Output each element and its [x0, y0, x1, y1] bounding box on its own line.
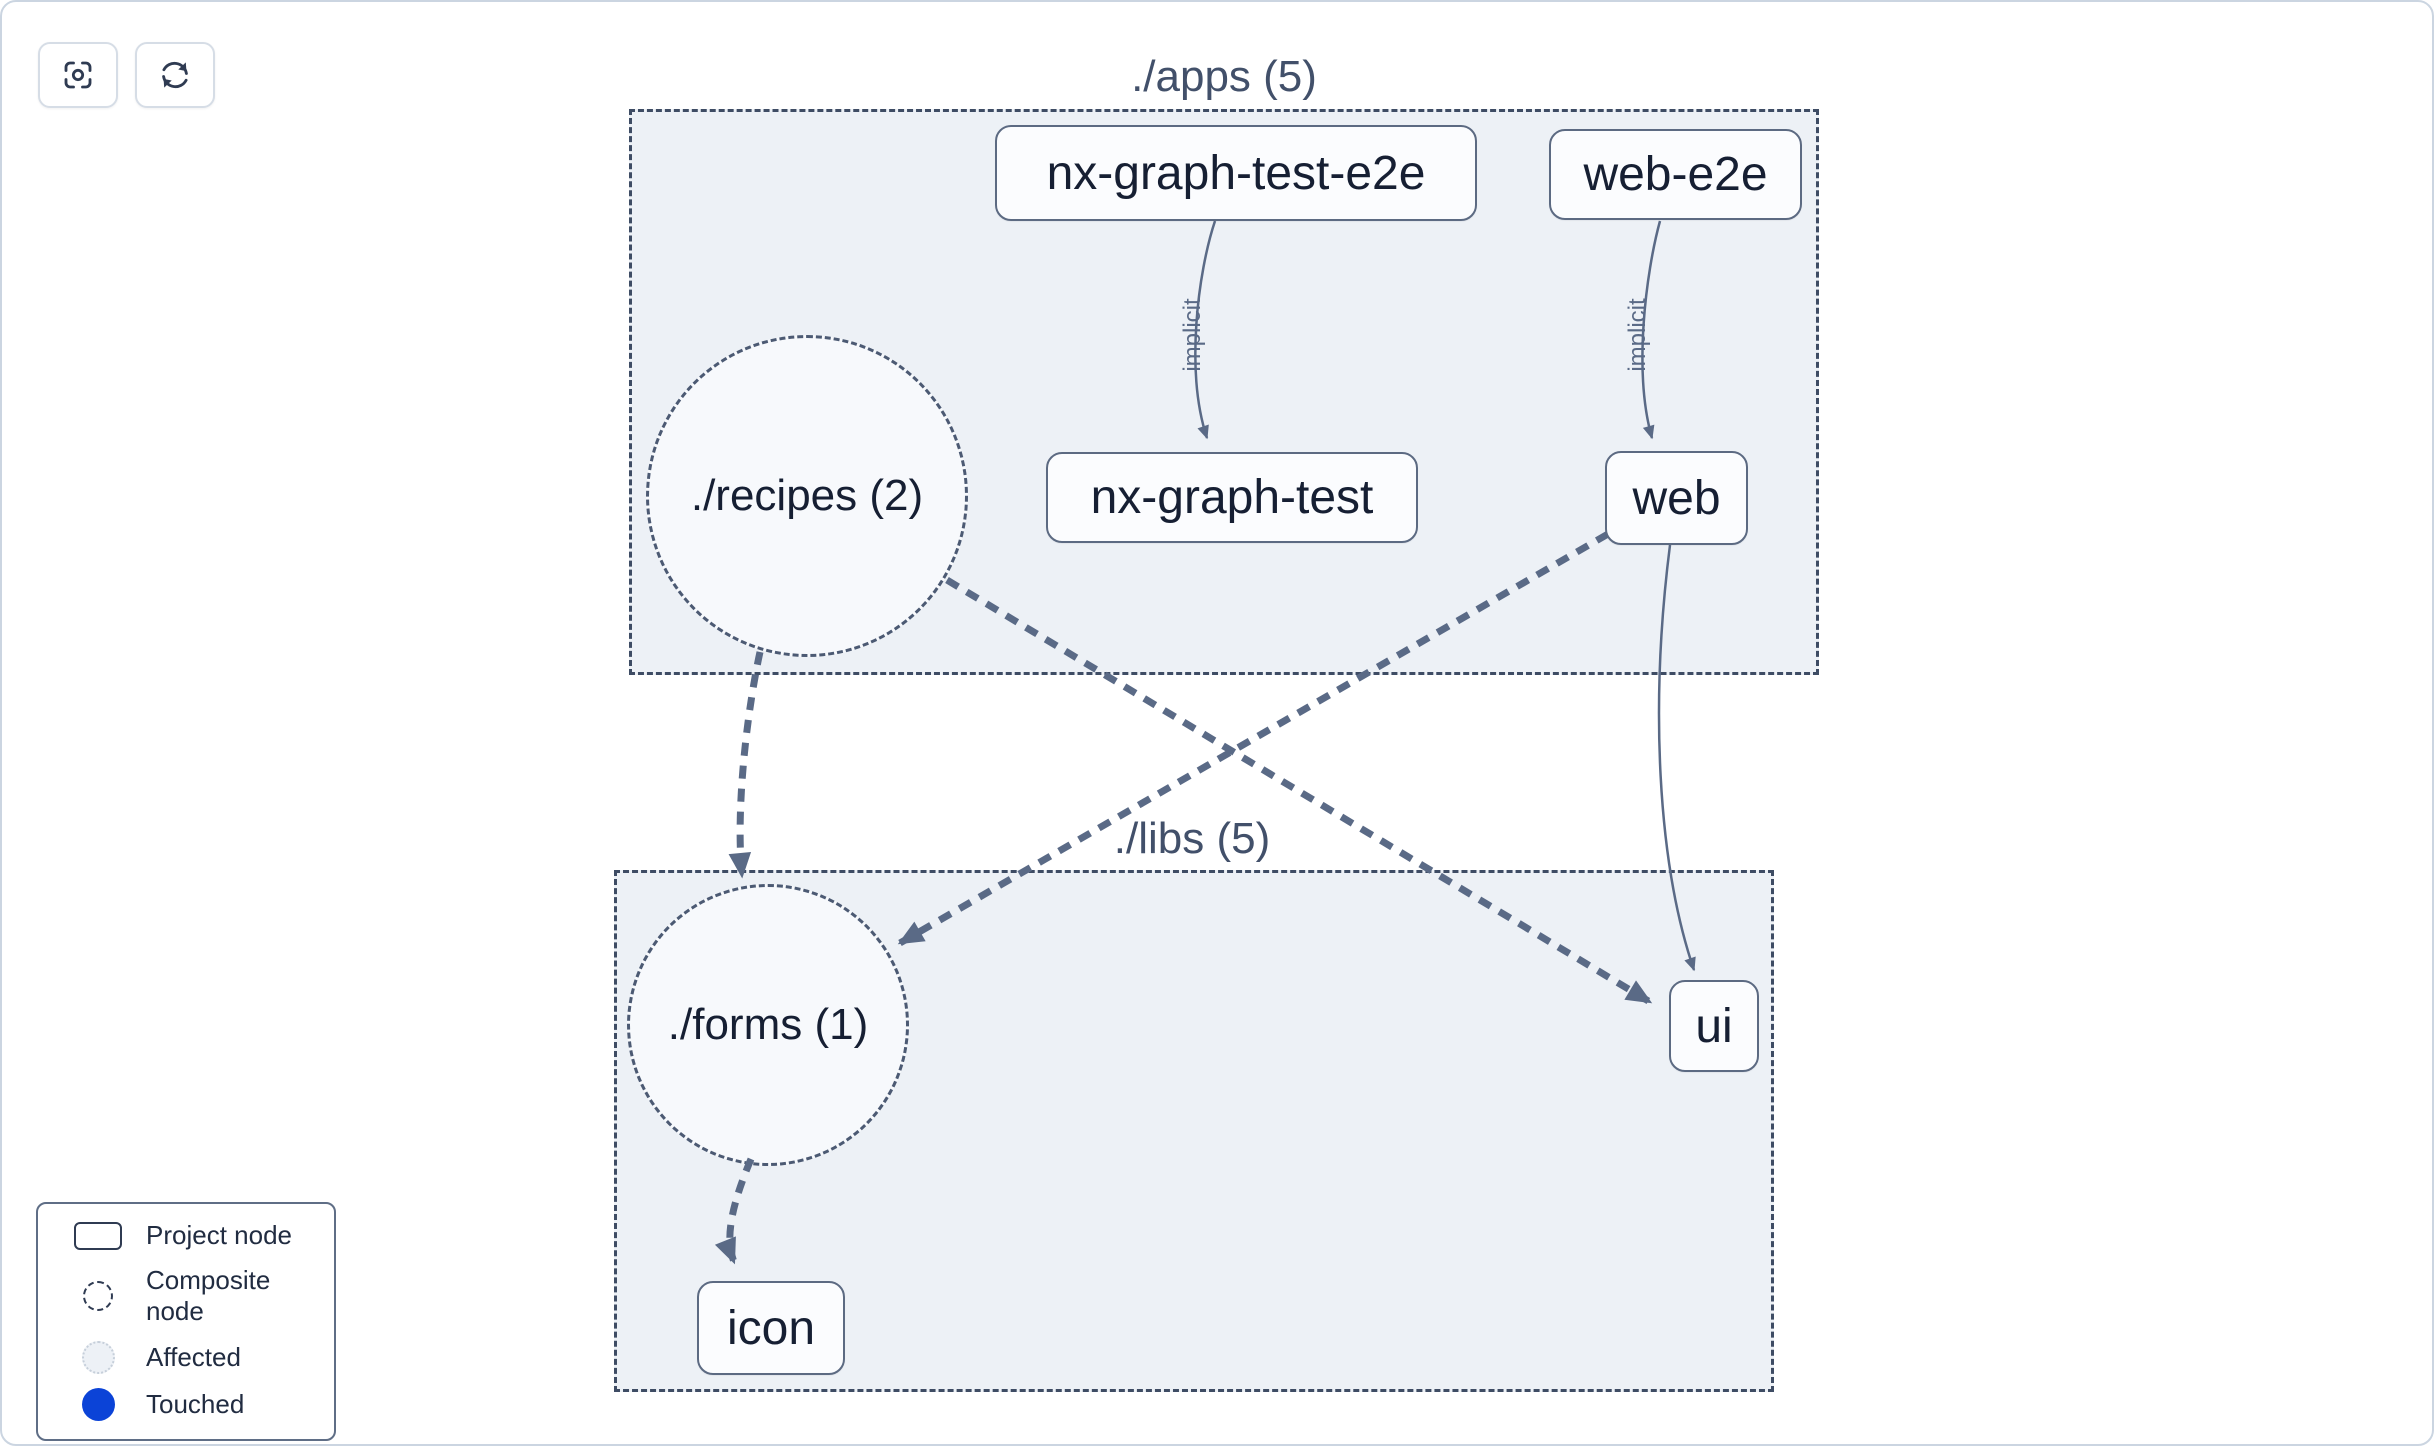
legend-label: Project node — [146, 1220, 292, 1250]
composite-node-recipes[interactable]: ./recipes (2) — [646, 335, 968, 657]
project-node-label: nx-graph-test-e2e — [1046, 146, 1426, 200]
project-node-nx-graph-test[interactable]: nx-graph-test — [1046, 452, 1418, 543]
touched-swatch-icon — [72, 1388, 124, 1421]
project-node-label: web — [1632, 471, 1721, 525]
legend: Project node Composite node Affected Tou… — [36, 1202, 336, 1441]
edge-nx-graph-test-e2e-to-nx-graph-test[interactable] — [1194, 220, 1217, 440]
project-node-label: web-e2e — [1583, 148, 1768, 201]
composite-node-forms-label: ./forms (1) — [667, 1000, 869, 1049]
project-node-web-e2e[interactable]: web-e2e — [1549, 129, 1802, 220]
edge-recipes-to-forms[interactable] — [728, 651, 764, 879]
project-node-label: ui — [1695, 999, 1733, 1053]
group-libs-label: ./libs (5) — [1113, 814, 1271, 863]
refresh-icon — [162, 61, 188, 89]
legend-item-project-node: Project node — [38, 1220, 334, 1251]
legend-label: Composite node — [146, 1265, 271, 1326]
edge-recipes-to-ui[interactable] — [945, 576, 1653, 1006]
edge-label-implicit-1: implicit — [1179, 298, 1206, 372]
composite-node-recipes-label: ./recipes (2) — [690, 471, 924, 520]
edge-web-to-ui[interactable] — [1657, 544, 1696, 972]
project-node-label: icon — [726, 1301, 816, 1355]
edge-forms-to-icon[interactable] — [714, 1157, 755, 1265]
group-apps-label: ./apps (5) — [1131, 52, 1317, 101]
project-node-swatch-icon — [72, 1221, 124, 1250]
affected-swatch-icon — [72, 1341, 124, 1374]
project-node-ui[interactable]: ui — [1669, 980, 1759, 1072]
project-node-icon[interactable]: icon — [697, 1281, 845, 1375]
composite-node-swatch-icon — [72, 1281, 124, 1311]
legend-label: Affected — [146, 1342, 241, 1372]
composite-node-forms[interactable]: ./forms (1) — [627, 884, 909, 1166]
legend-item-affected: Affected — [38, 1341, 334, 1374]
center-graph-button[interactable] — [38, 42, 118, 108]
project-node-label: nx-graph-test — [1090, 471, 1374, 524]
project-node-nx-graph-test-e2e[interactable]: nx-graph-test-e2e — [995, 125, 1477, 221]
edge-label-implicit-2: implicit — [1624, 298, 1651, 372]
refresh-graph-button[interactable] — [135, 42, 215, 108]
edge-web-to-forms[interactable] — [897, 530, 1610, 947]
center-focus-icon — [64, 61, 92, 89]
project-node-web[interactable]: web — [1605, 451, 1748, 545]
edge-web-e2e-to-web[interactable] — [1641, 220, 1662, 440]
legend-item-composite-node: Composite node — [38, 1265, 334, 1327]
legend-label: Touched — [146, 1389, 245, 1419]
legend-item-touched: Touched — [38, 1388, 334, 1421]
